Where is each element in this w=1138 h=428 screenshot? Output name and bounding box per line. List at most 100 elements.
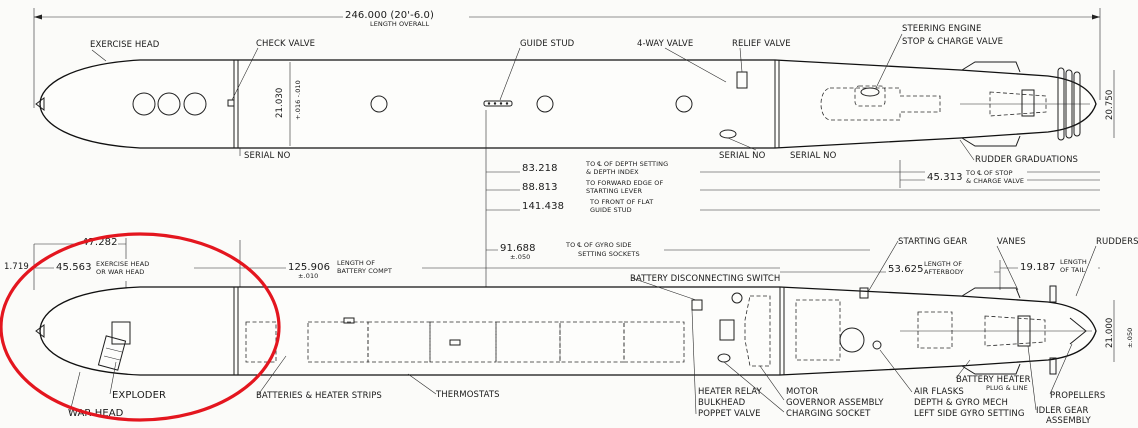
label-charging-socket: CHARGING SOCKET xyxy=(786,409,871,419)
dim-45-563: 45.563 xyxy=(56,262,92,273)
svg-text:TO ℄ OF GYRO SIDE: TO ℄ OF GYRO SIDE xyxy=(565,241,632,249)
svg-text:& CHARGE VALVE: & CHARGE VALVE xyxy=(966,177,1024,185)
diameter-top: 21.030 xyxy=(275,88,285,118)
label-serial-no-2: SERIAL NO xyxy=(719,151,766,161)
diameter-right-top: 20.750 xyxy=(1105,90,1115,120)
tail-internal xyxy=(989,91,1047,117)
dim-45-313: 45.313 xyxy=(927,172,963,183)
top-torpedo: 246.000 (20'-6.0) LENGTH OVERALL xyxy=(33,8,1115,165)
label-steering-engine: STEERING ENGINE xyxy=(902,24,981,34)
label-idler-gear-2: ASSEMBLY xyxy=(1046,416,1091,426)
label-serial-no-3: SERIAL NO xyxy=(790,151,837,161)
svg-text:±.050: ±.050 xyxy=(510,253,530,261)
rudder-upper xyxy=(1049,285,1057,303)
overall-length-caption: LENGTH OVERALL xyxy=(370,20,429,28)
guide-stud xyxy=(483,100,513,107)
label-poppet-valve: POPPET VALVE xyxy=(698,409,761,419)
label-bulkhead: BULKHEAD xyxy=(698,398,746,408)
svg-text:EXERCISE HEAD: EXERCISE HEAD xyxy=(96,260,149,268)
battery-port xyxy=(536,95,554,113)
overall-length-value: 246.000 (20'-6.0) xyxy=(345,10,434,21)
governor-ring xyxy=(839,327,865,353)
svg-text:SETTING SOCKETS: SETTING SOCKETS xyxy=(578,250,640,258)
label-rudder-graduations: RUDDER GRADUATIONS xyxy=(975,155,1078,165)
label-air-flasks: AIR FLASKS xyxy=(914,387,964,397)
label-war-head: WAR HEAD xyxy=(68,408,124,419)
label-thermostats: THERMOSTATS xyxy=(435,390,500,400)
dim-83: 83.218 xyxy=(522,163,558,174)
label-exercise-head: EXERCISE HEAD xyxy=(90,40,160,50)
diameter-top-tol: +.016 -.010 xyxy=(294,80,302,120)
label-exploder: EXPLODER xyxy=(112,390,166,401)
svg-text:TO FRONT OF FLAT: TO FRONT OF FLAT xyxy=(589,198,653,206)
head-port xyxy=(183,92,207,116)
svg-text:LENGTH: LENGTH xyxy=(1060,258,1087,266)
dim-19: 19.187 xyxy=(1020,262,1056,273)
top-fin-lower xyxy=(961,135,1021,147)
bottom-nose xyxy=(35,324,45,338)
svg-text:TO ℄ OF STOP: TO ℄ OF STOP xyxy=(965,169,1013,177)
svg-text:LENGTH OF: LENGTH OF xyxy=(337,259,375,267)
highlight-circle xyxy=(0,232,281,422)
svg-text:OF TAIL: OF TAIL xyxy=(1060,266,1085,274)
steering-engine-port xyxy=(860,87,880,97)
svg-text:±.010: ±.010 xyxy=(298,272,318,280)
label-governor: GOVERNOR ASSEMBLY xyxy=(786,398,884,408)
middle-dimensions: 83.218 TO ℄ OF DEPTH SETTING & DEPTH IND… xyxy=(4,110,1138,297)
svg-text:& DEPTH INDEX: & DEPTH INDEX xyxy=(586,168,639,176)
label-idler-gear: IDLER GEAR xyxy=(1036,406,1088,416)
label-check-valve: CHECK VALVE xyxy=(256,39,315,49)
arrowhead xyxy=(34,14,42,20)
bottom-hull-outline xyxy=(39,286,1097,376)
svg-text:TO ℄ OF DEPTH SETTING: TO ℄ OF DEPTH SETTING xyxy=(585,160,668,168)
label-batteries: BATTERIES & HEATER STRIPS xyxy=(256,391,382,401)
label-stop-charge-valve: STOP & CHARGE VALVE xyxy=(902,37,1003,47)
svg-text:LENGTH OF: LENGTH OF xyxy=(924,260,962,268)
rudder-lower xyxy=(1049,357,1057,375)
head-port xyxy=(132,92,156,116)
label-left-gyro: LEFT SIDE GYRO SETTING xyxy=(914,409,1025,419)
label-starting-gear: STARTING GEAR xyxy=(898,237,967,247)
dim-88: 88.813 xyxy=(522,182,558,193)
dim-125: 125.906 xyxy=(288,262,330,273)
label-battery-heater: BATTERY HEATER xyxy=(956,375,1031,385)
svg-text:OR WAR HEAD: OR WAR HEAD xyxy=(96,268,144,276)
check-valve-mark xyxy=(227,99,235,107)
top-hull-outline xyxy=(39,59,1097,149)
dim-91: 91.688 xyxy=(500,243,536,254)
label-depth-gyro: DEPTH & GYRO MECH xyxy=(914,398,1008,408)
head-port xyxy=(157,92,181,116)
label-vanes: VANES xyxy=(997,237,1026,247)
label-battery-disconnect: BATTERY DISCONNECTING SWITCH xyxy=(630,274,780,284)
label-serial-no-1: SERIAL NO xyxy=(244,151,291,161)
diameter-right-bottom-tol: ±.050 xyxy=(1126,328,1134,348)
bottom-torpedo: 21.000 ±.050 BATTERY DISCONNECTING SWITC… xyxy=(35,274,1134,426)
label-relief-valve: RELIEF VALVE xyxy=(732,39,791,49)
label-guide-stud: GUIDE STUD xyxy=(520,39,575,49)
motor-outline xyxy=(744,295,771,367)
label-rudders: RUDDERS xyxy=(1096,237,1138,247)
tail-gear xyxy=(1021,89,1035,117)
svg-text:BATTERY COMPT: BATTERY COMPT xyxy=(337,267,392,275)
battery-port xyxy=(675,95,693,113)
exploder-body xyxy=(111,321,131,345)
label-heater-relay: HEATER RELAY xyxy=(698,387,763,397)
dim-141: 141.438 xyxy=(522,201,564,212)
dim-47: 47.282 xyxy=(82,237,118,248)
top-fin-upper xyxy=(961,61,1021,73)
exploder-base xyxy=(97,335,127,371)
label-propellers: PROPELLERS xyxy=(1050,391,1105,401)
air-flask-outline xyxy=(917,311,953,349)
label-battery-heater-2: PLUG & LINE xyxy=(986,384,1028,392)
label-motor: MOTOR xyxy=(786,387,818,397)
svg-text:TO FORWARD EDGE OF: TO FORWARD EDGE OF xyxy=(585,179,664,187)
dim-1719: 1.719 xyxy=(4,262,29,272)
afterbody-internal xyxy=(820,87,941,121)
diameter-right-bottom: 21.000 xyxy=(1105,318,1115,348)
svg-text:STARTING LEVER: STARTING LEVER xyxy=(586,187,643,195)
svg-text:AFTERBODY: AFTERBODY xyxy=(924,268,964,276)
top-nose xyxy=(35,97,45,111)
label-four-way-valve: 4-WAY VALVE xyxy=(637,39,693,49)
